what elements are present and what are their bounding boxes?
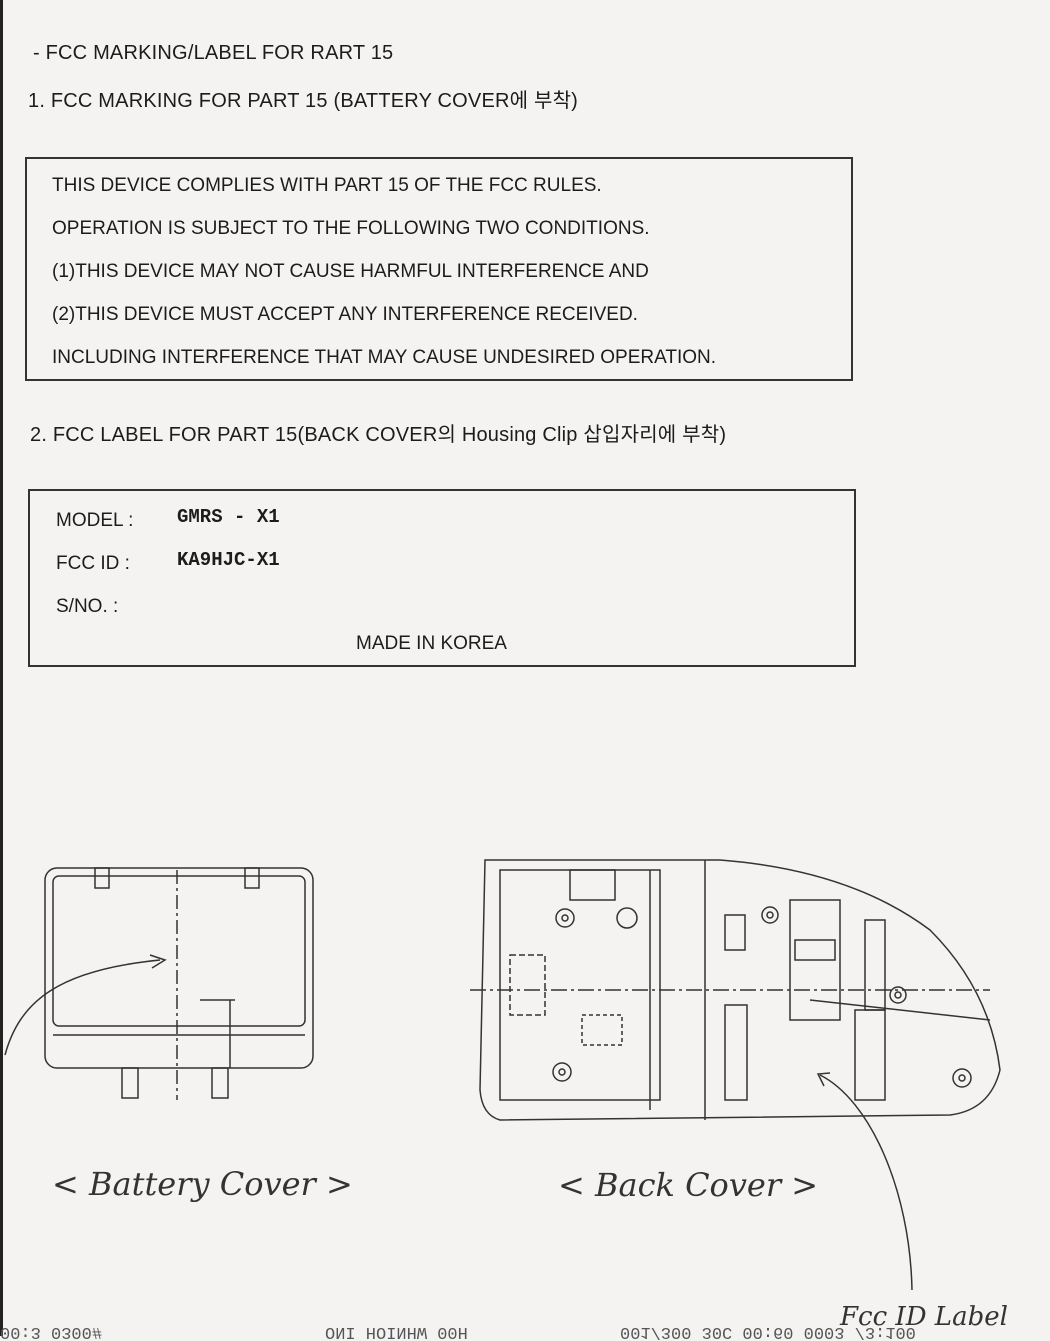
marking-line: THIS DEVICE COMPLIES WITH PART 15 OF THE… [52,175,602,196]
marking-line: OPERATION IS SUBJECT TO THE FOLLOWING TW… [52,218,650,239]
fcc-id-label-note: Fcc ID Label [840,1302,1008,1332]
fax-footer-text: ONI HOINHW 00H [325,1322,468,1341]
document-heading: - FCC MARKING/LABEL FOR RART 15 [33,42,394,64]
marking-line: (2)THIS DEVICE MUST ACCEPT ANY INTERFERE… [52,304,638,325]
fccid-label: FCC ID : [56,553,130,574]
model-value: GMRS - X1 [177,506,280,528]
section1-title: 1. FCC MARKING FOR PART 15 (BATTERY COVE… [28,90,579,112]
fcc-marking-box: THIS DEVICE COMPLIES WITH PART 15 OF THE… [25,157,853,381]
fax-footer-text: 001/300 30C 00:60 0003 /3:100 [620,1322,916,1341]
battery-cover-drawing [4,867,314,1100]
section2-title: 2. FCC LABEL FOR PART 15(BACK COVER의 Hou… [30,424,727,446]
back-cover-caption: < Back Cover > [558,1166,819,1204]
fax-footer-text: 00:3 0300# [0,1322,103,1341]
battery-cover-caption: < Battery Cover > [52,1165,353,1203]
origin-text: MADE IN KOREA [356,633,507,654]
marking-line: (1)THIS DEVICE MAY NOT CAUSE HARMFUL INT… [52,261,649,282]
fcc-label-box: MODEL : GMRS - X1 FCC ID : KA9HJC-X1 S/N… [28,489,856,667]
marking-line: INCLUDING INTERFERENCE THAT MAY CAUSE UN… [52,347,717,368]
model-label: MODEL : [56,510,134,531]
scan-edge [0,0,3,1336]
fccid-value: KA9HJC-X1 [177,549,280,571]
back-cover-drawing [470,859,1001,1291]
serial-number-label: S/NO. : [56,596,119,617]
